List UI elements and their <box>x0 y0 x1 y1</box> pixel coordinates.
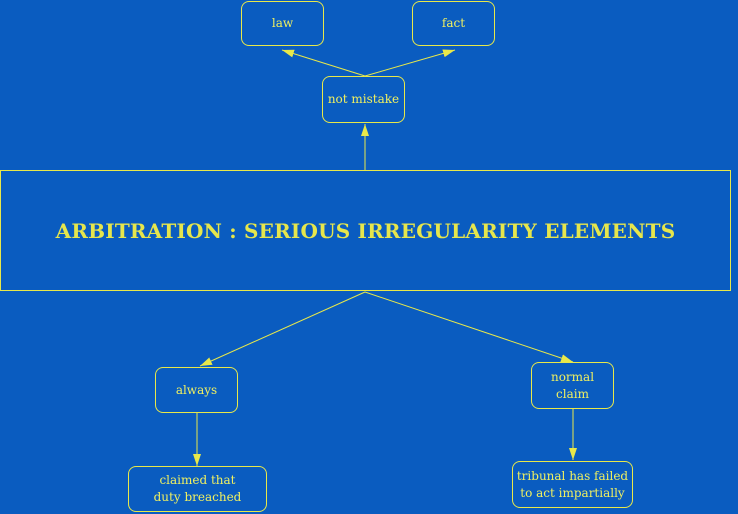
node-law[interactable]: law <box>241 1 324 46</box>
edge-not-mistake-to-law <box>281 49 366 77</box>
edge-not-mistake-to-fact <box>364 49 456 77</box>
node-claimed-duty-breached[interactable]: claimed that duty breached <box>128 466 267 512</box>
node-tribunal-failed[interactable]: tribunal has failed to act impartially <box>512 461 633 508</box>
edge-main-to-normal-claim <box>364 291 574 363</box>
node-normal-claim[interactable]: normal claim <box>531 362 614 409</box>
diagram-title[interactable]: ARBITRATION : SERIOUS IRREGULARITY ELEME… <box>0 170 731 291</box>
node-always[interactable]: always <box>155 367 238 413</box>
node-not-mistake[interactable]: not mistake <box>322 76 405 123</box>
edge-main-to-always <box>199 291 366 367</box>
node-fact[interactable]: fact <box>412 1 495 46</box>
